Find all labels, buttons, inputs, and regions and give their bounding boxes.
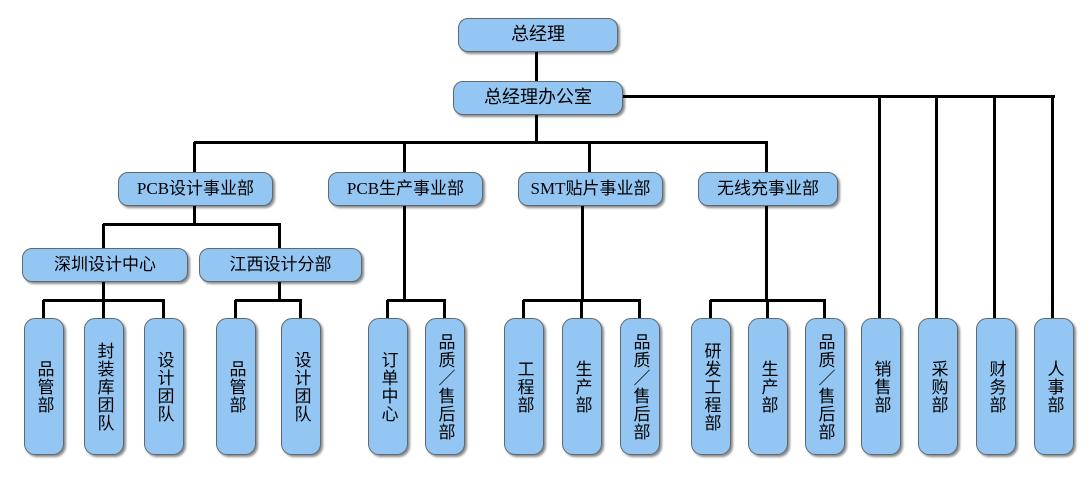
node-smt-production-dept[interactable]: 生产部 xyxy=(562,318,602,455)
node-label: 深圳设计中心 xyxy=(54,254,156,274)
node-order-center[interactable]: 订单中心 xyxy=(368,318,408,455)
connector-bu-bus xyxy=(194,140,768,144)
node-finance-dept[interactable]: 财务部 xyxy=(976,318,1016,455)
connector-drop-purchase xyxy=(934,96,938,318)
connector-drop-jx-quality xyxy=(233,300,237,320)
node-label: 采购部 xyxy=(928,359,948,414)
node-jiangxi-design-branch[interactable]: 江西设计分部 xyxy=(199,248,362,282)
node-label: 人事部 xyxy=(1044,359,1064,414)
node-label: PCB生产事业部 xyxy=(346,178,465,198)
connector-drop-pp-order xyxy=(385,300,389,320)
node-smt-division[interactable]: SMT贴片事业部 xyxy=(518,172,663,206)
node-gm-office[interactable]: 总经理办公室 xyxy=(453,81,623,115)
node-label: 研发工程部 xyxy=(701,341,721,432)
node-label: SMT贴片事业部 xyxy=(530,178,651,198)
node-label: 品管部 xyxy=(226,359,246,414)
node-shenzhen-quality-dept[interactable]: 品管部 xyxy=(24,318,64,455)
node-label: 封装库团队 xyxy=(94,341,114,432)
node-general-manager[interactable]: 总经理 xyxy=(458,18,618,52)
connector-drop-wl-rd xyxy=(708,300,712,320)
node-label: 总经理办公室 xyxy=(484,87,592,108)
connector-shenzhen-stem xyxy=(101,282,105,302)
connector-drop-smt-eng xyxy=(521,300,525,320)
node-label: 订单中心 xyxy=(378,350,398,423)
node-purchasing-dept[interactable]: 采购部 xyxy=(918,318,958,455)
node-sales-dept[interactable]: 销售部 xyxy=(861,318,901,455)
connector-drop-jx-design xyxy=(298,300,302,320)
node-label: 总经理 xyxy=(511,24,565,45)
connector-drop-wl-quality xyxy=(822,300,826,320)
connector-drop-smt-quality xyxy=(637,300,641,320)
node-pcb-design-division[interactable]: PCB设计事业部 xyxy=(118,172,273,206)
node-label: 设计团队 xyxy=(154,350,174,423)
node-pcb-production-division[interactable]: PCB生产事业部 xyxy=(328,172,483,206)
connector-drop-smt xyxy=(587,142,591,172)
node-wireless-production-dept[interactable]: 生产部 xyxy=(748,318,788,455)
node-label: 设计团队 xyxy=(291,350,311,423)
node-pcb-quality-aftersales-dept[interactable]: 品质／售后部 xyxy=(425,318,465,455)
node-jiangxi-design-team[interactable]: 设计团队 xyxy=(281,318,321,455)
node-label: 生产部 xyxy=(758,359,778,414)
connector-drop-sz-library xyxy=(101,300,105,320)
connector-pcbprod-stem xyxy=(402,206,406,302)
node-shenzhen-design-center[interactable]: 深圳设计中心 xyxy=(22,248,188,282)
connector-drop-finance xyxy=(992,96,996,318)
node-shenzhen-design-team[interactable]: 设计团队 xyxy=(144,318,184,455)
node-label: 生产部 xyxy=(572,359,592,414)
node-label: 无线充事业部 xyxy=(717,178,819,198)
node-wireless-quality-aftersales-dept[interactable]: 品质／售后部 xyxy=(805,318,845,455)
connector-drop-pcb-design xyxy=(192,142,196,172)
node-label: 销售部 xyxy=(871,359,891,414)
connector-drop-hr xyxy=(1050,96,1054,318)
connector-drop-pcb-prod xyxy=(402,142,406,172)
connector-jiangxi-stem xyxy=(277,282,281,302)
node-shenzhen-package-library-team[interactable]: 封装库团队 xyxy=(84,318,124,455)
node-label: 品质／售后部 xyxy=(630,332,650,441)
node-wireless-rd-engineering-dept[interactable]: 研发工程部 xyxy=(691,318,731,455)
connector-drop-wireless xyxy=(764,142,768,172)
connector-pcbprod-bus xyxy=(387,298,446,302)
connector-office-stem-down xyxy=(534,115,538,143)
connector-drop-sz-quality xyxy=(41,300,45,320)
node-label: 品管部 xyxy=(34,359,54,414)
connector-smt-stem xyxy=(580,206,584,302)
connector-drop-wl-prod xyxy=(765,300,769,320)
node-label: 品质／售后部 xyxy=(815,332,835,441)
node-hr-dept[interactable]: 人事部 xyxy=(1034,318,1074,455)
node-label: 品质／售后部 xyxy=(435,332,455,441)
connector-pcbdesign-stem xyxy=(192,206,196,226)
connector-wireless-stem xyxy=(764,206,768,302)
connector-jiangxi-bus xyxy=(235,298,302,302)
connector-drop-jiangxi xyxy=(277,224,281,250)
node-wireless-charging-division[interactable]: 无线充事业部 xyxy=(698,172,838,206)
node-label: 江西设计分部 xyxy=(229,254,332,274)
node-smt-engineering-dept[interactable]: 工程部 xyxy=(504,318,544,455)
connector-drop-shenzhen xyxy=(101,224,105,250)
connector-office-right-bus xyxy=(623,94,1055,98)
connector-drop-sales xyxy=(877,96,881,318)
connector-drop-smt-prod xyxy=(579,300,583,320)
connector-center-bus xyxy=(103,222,281,226)
node-label: 财务部 xyxy=(986,359,1006,414)
connector-gm-to-office xyxy=(534,52,538,81)
connector-drop-sz-design xyxy=(161,300,165,320)
node-label: 工程部 xyxy=(514,359,534,414)
node-label: PCB设计事业部 xyxy=(136,178,255,198)
node-jiangxi-quality-dept[interactable]: 品管部 xyxy=(216,318,256,455)
connector-drop-pp-quality xyxy=(442,300,446,320)
node-smt-quality-aftersales-dept[interactable]: 品质／售后部 xyxy=(620,318,660,455)
